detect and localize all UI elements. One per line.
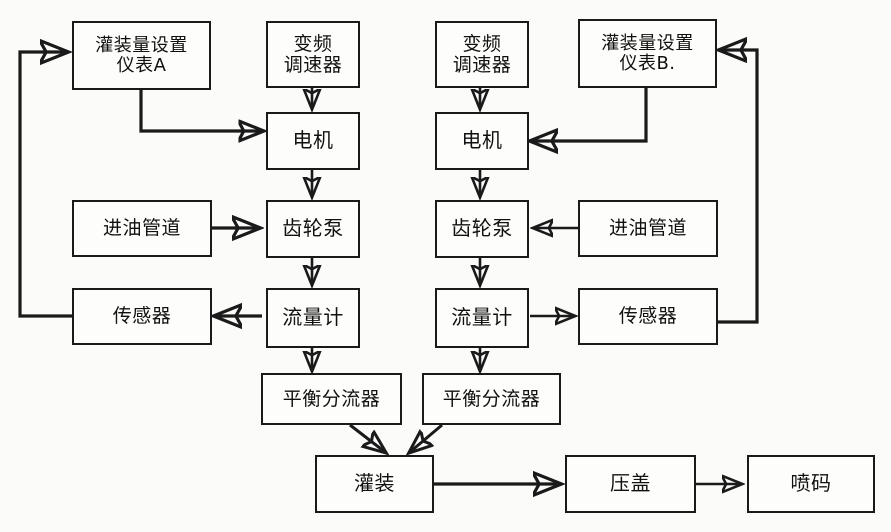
- node-filling[interactable]: 灌装: [315, 455, 434, 513]
- set-meter-b-line1: 灌装量设置: [601, 33, 694, 55]
- vfd-left-line1: 变频: [293, 32, 333, 55]
- sensor-right-label: 传感器: [618, 305, 678, 328]
- flow-meter-left-label: 流量计: [282, 305, 344, 330]
- sensor-left-label: 传感器: [112, 305, 172, 328]
- node-flow-meter-right[interactable]: 流量计: [435, 288, 529, 348]
- splitter-right-label: 平衡分流器: [442, 387, 541, 410]
- gear-pump-left-label: 齿轮泵: [282, 216, 344, 241]
- wire-meterA-to-motor: [139, 89, 262, 131]
- node-label-stack: 灌装量设置仪表A: [91, 36, 192, 75]
- node-label-stack: 变频调速器: [449, 34, 516, 75]
- node-motor-left[interactable]: 电机: [266, 112, 360, 170]
- node-label-stack: 变频调速器: [280, 34, 347, 75]
- node-oil-inlet-left[interactable]: 进油管道: [72, 200, 212, 257]
- node-splitter-left[interactable]: 平衡分流器: [261, 373, 402, 425]
- wire-splitterL-to-filling: [349, 423, 385, 452]
- node-sensor-left[interactable]: 传感器: [72, 288, 212, 345]
- wire-sensorR-feedback: [718, 50, 759, 324]
- node-gear-pump-right[interactable]: 齿轮泵: [435, 200, 529, 258]
- node-capping[interactable]: 压盖: [565, 455, 696, 513]
- set-meter-a-line2: 仪表A: [116, 54, 167, 76]
- node-label-stack: 灌装量设置仪表B.: [597, 34, 698, 73]
- splitter-left-label: 平衡分流器: [282, 387, 381, 410]
- node-set-meter-b[interactable]: 灌装量设置仪表B.: [578, 19, 717, 88]
- wire-splitterR-to-filling: [410, 423, 443, 452]
- vfd-right-line2: 调速器: [452, 53, 512, 76]
- node-vfd-left[interactable]: 变频调速器: [266, 21, 360, 88]
- set-meter-a-line1: 灌装量设置: [95, 35, 188, 57]
- node-flow-meter-left[interactable]: 流量计: [266, 288, 360, 348]
- coding-label: 喷码: [790, 471, 832, 496]
- node-gear-pump-left[interactable]: 齿轮泵: [266, 200, 360, 258]
- node-splitter-right[interactable]: 平衡分流器: [422, 373, 561, 425]
- set-meter-b-line2: 仪表B.: [619, 52, 676, 74]
- node-oil-inlet-right[interactable]: 进油管道: [578, 200, 718, 257]
- wire-sensorL-feedback: [18, 52, 72, 318]
- vfd-right-line1: 变频: [462, 32, 502, 55]
- capping-label: 压盖: [610, 471, 651, 496]
- node-motor-right[interactable]: 电机: [435, 112, 529, 170]
- oil-inlet-left-label: 进油管道: [102, 217, 181, 240]
- node-set-meter-a[interactable]: 灌装量设置仪表A: [72, 21, 211, 90]
- filling-label: 灌装: [354, 471, 395, 496]
- node-coding[interactable]: 喷码: [747, 455, 875, 513]
- vfd-left-line2: 调速器: [283, 53, 343, 76]
- wire-meterB-to-motorR: [532, 88, 648, 141]
- flow-meter-right-label: 流量计: [451, 305, 513, 330]
- gear-pump-right-label: 齿轮泵: [451, 216, 513, 241]
- motor-right-label: 电机: [461, 128, 503, 153]
- motor-left-label: 电机: [292, 128, 334, 153]
- oil-inlet-right-label: 进油管道: [608, 217, 687, 240]
- node-vfd-right[interactable]: 变频调速器: [435, 21, 529, 88]
- node-sensor-right[interactable]: 传感器: [578, 288, 718, 345]
